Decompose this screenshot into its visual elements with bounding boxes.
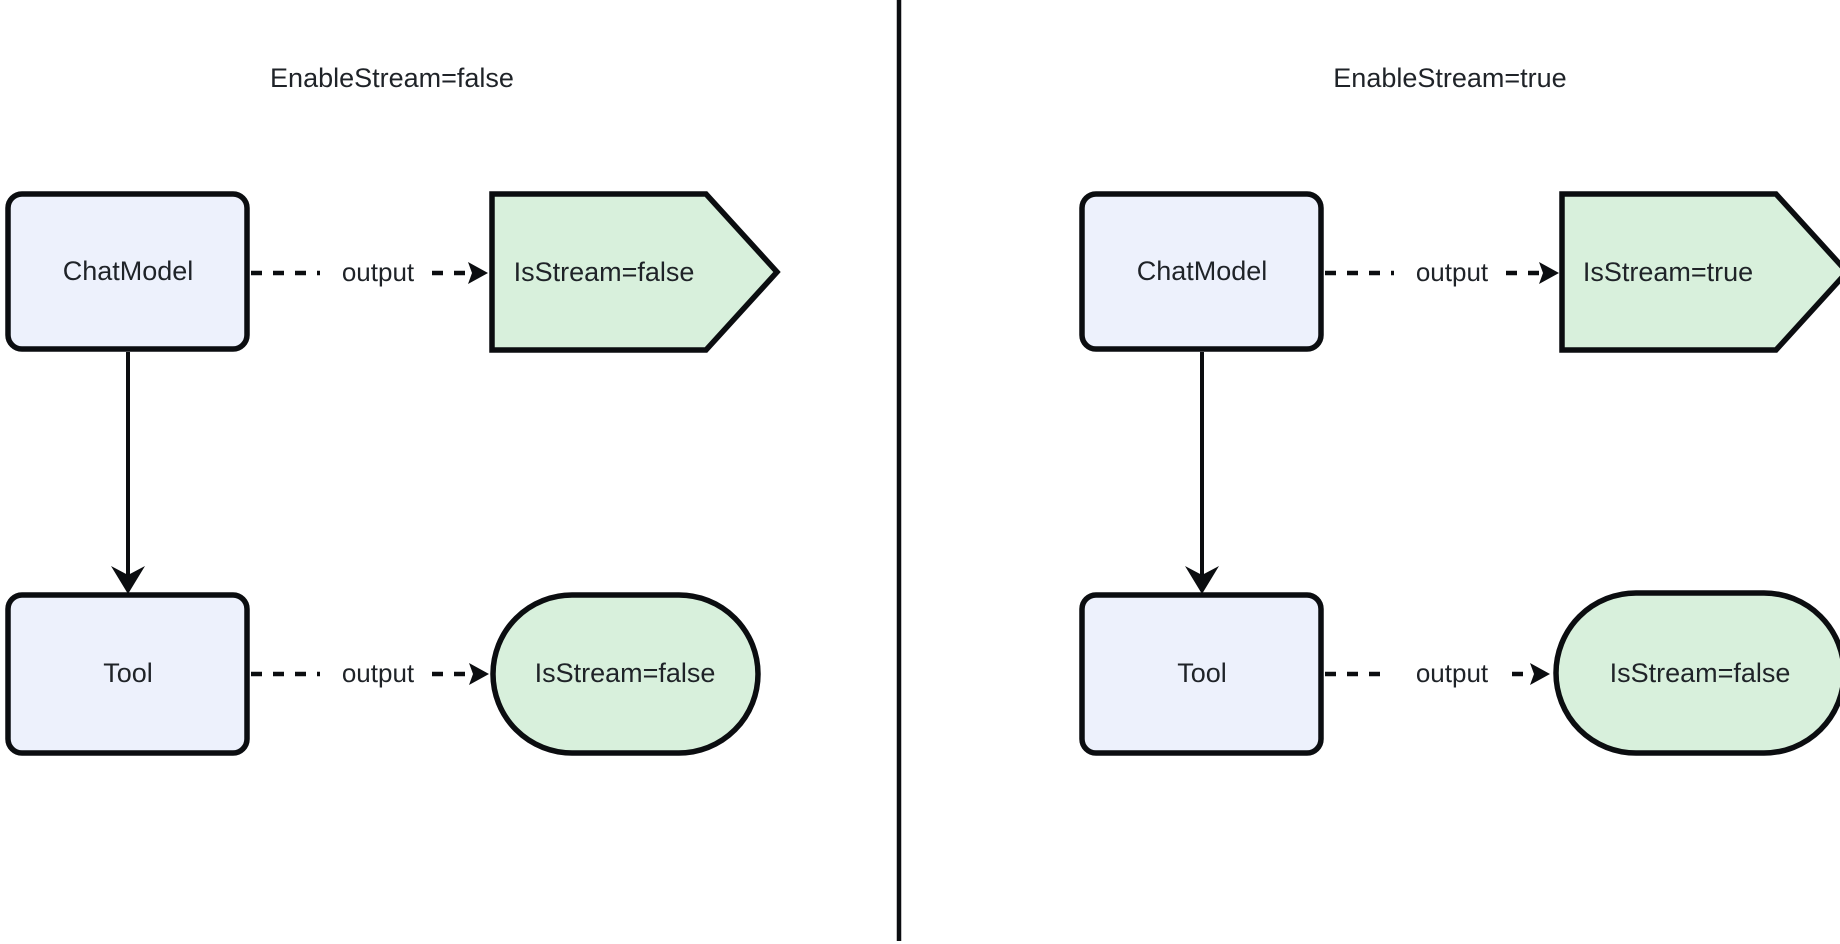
edge-tool-output-left-arrowhead <box>469 663 489 685</box>
edge-chatmodel-to-tool-left-arrowhead <box>111 566 145 594</box>
edge-tool-output-right: output <box>1325 658 1550 688</box>
edge-chatmodel-output-right-label: output <box>1416 257 1489 287</box>
panel-left: EnableStream=false ChatModel output IsSt… <box>5 63 781 756</box>
tool-result-right-shape[interactable] <box>1553 590 1840 756</box>
edge-chatmodel-to-tool-right-arrowhead <box>1185 566 1219 594</box>
chatmodel-left-shape[interactable] <box>5 191 250 352</box>
chatmodel-result-right-shape[interactable] <box>1559 191 1840 353</box>
edge-tool-output-left: output <box>251 658 489 688</box>
chatmodel-result-left-shape[interactable] <box>489 191 781 353</box>
edge-tool-output-left-label: output <box>342 658 415 688</box>
edge-chatmodel-output-left: output <box>251 257 488 287</box>
node-chatmodel-right[interactable]: ChatModel <box>1079 191 1324 352</box>
tool-right-shape[interactable] <box>1079 592 1324 756</box>
tool-result-left-label: IsStream=false <box>535 658 716 688</box>
edge-tool-output-right-label: output <box>1416 658 1489 688</box>
tool-result-left-shape[interactable] <box>490 592 761 756</box>
node-tool-left[interactable]: Tool <box>5 592 250 756</box>
chatmodel-result-right-label: IsStream=true <box>1583 257 1753 287</box>
chatmodel-right-label: ChatModel <box>1137 256 1268 286</box>
chatmodel-result-left-label: IsStream=false <box>514 257 695 287</box>
edge-chatmodel-output-right-arrowhead <box>1539 262 1559 284</box>
panel-right: EnableStream=true ChatModel output IsStr… <box>1079 63 1840 756</box>
node-chatmodel-result-right[interactable]: IsStream=true <box>1559 191 1840 353</box>
tool-left-label: Tool <box>103 658 153 688</box>
tool-left-shape[interactable] <box>5 592 250 756</box>
edge-chatmodel-to-tool-right <box>1185 352 1219 594</box>
node-tool-result-right[interactable]: IsStream=false <box>1553 590 1840 756</box>
edge-chatmodel-output-left-arrowhead <box>468 262 488 284</box>
edge-chatmodel-to-tool-left <box>111 352 145 594</box>
tool-result-right-label: IsStream=false <box>1610 658 1791 688</box>
edge-chatmodel-output-right: output <box>1325 257 1559 287</box>
chatmodel-left-label: ChatModel <box>63 256 194 286</box>
tool-right-label: Tool <box>1177 658 1227 688</box>
chatmodel-right-shape[interactable] <box>1079 191 1324 352</box>
panel-right-title: EnableStream=true <box>1333 63 1566 93</box>
node-tool-right[interactable]: Tool <box>1079 592 1324 756</box>
node-chatmodel-result-left[interactable]: IsStream=false <box>489 191 781 353</box>
panel-left-title: EnableStream=false <box>270 63 514 93</box>
node-tool-result-left[interactable]: IsStream=false <box>490 592 761 756</box>
edge-tool-output-right-arrowhead <box>1530 663 1550 685</box>
node-chatmodel-left[interactable]: ChatModel <box>5 191 250 352</box>
edge-chatmodel-output-left-label: output <box>342 257 415 287</box>
